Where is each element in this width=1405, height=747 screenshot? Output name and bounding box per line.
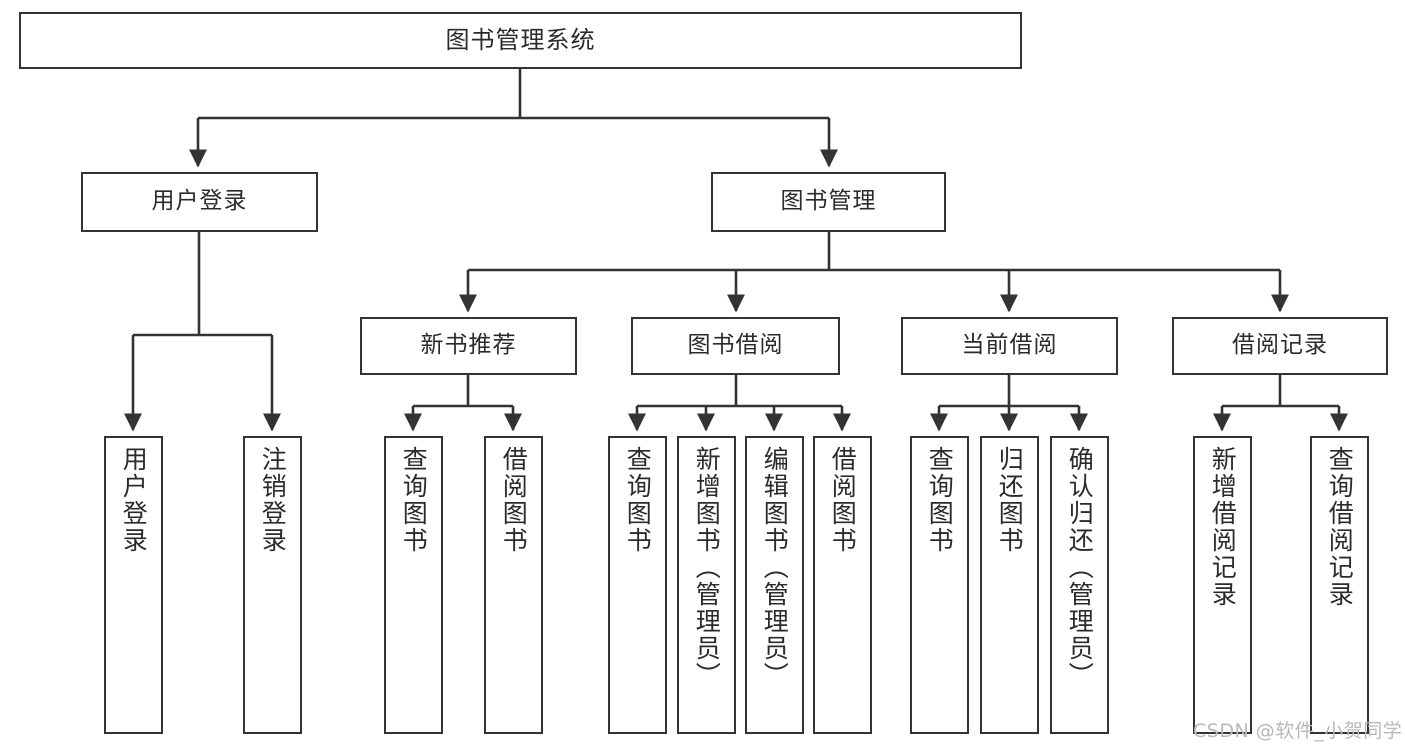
- csdn-watermark: CSDN @软件_小贺同学: [1193, 720, 1403, 742]
- node-root-label: 图书管理系统: [445, 26, 596, 55]
- node-leaf-logout[interactable]: 注销登录: [243, 436, 302, 734]
- node-book-management-label: 图书管理: [780, 188, 877, 215]
- node-borrowing-record-label: 借阅记录: [1232, 332, 1328, 359]
- node-user-login-label: 用户登录: [151, 188, 248, 215]
- node-borrowing-record[interactable]: 借阅记录: [1172, 317, 1388, 375]
- node-current-borrowing[interactable]: 当前借阅: [901, 317, 1118, 375]
- node-leaf-query-book-borrow-label: 查询图书: [623, 446, 653, 554]
- node-leaf-user-login[interactable]: 用户登录: [104, 436, 163, 734]
- node-leaf-borrow-book-recommend-label: 借阅图书: [499, 446, 529, 554]
- node-user-login[interactable]: 用户登录: [81, 172, 318, 232]
- node-leaf-add-borrow-record-label: 新增借阅记录: [1208, 446, 1238, 608]
- node-leaf-edit-book[interactable]: 编辑图书（管理员）: [745, 436, 804, 734]
- node-leaf-add-borrow-record[interactable]: 新增借阅记录: [1193, 436, 1252, 734]
- node-leaf-logout-label: 注销登录: [258, 446, 288, 554]
- node-leaf-edit-book-label: 编辑图书（管理员）: [760, 446, 790, 689]
- node-root[interactable]: 图书管理系统: [19, 12, 1022, 69]
- node-book-borrowing[interactable]: 图书借阅: [631, 317, 840, 375]
- node-leaf-borrow-book-label: 借阅图书: [828, 446, 858, 554]
- node-leaf-query-book-current[interactable]: 查询图书: [910, 436, 969, 734]
- node-leaf-add-book[interactable]: 新增图书（管理员）: [677, 436, 736, 734]
- node-leaf-query-book-recommend[interactable]: 查询图书: [384, 436, 443, 734]
- node-leaf-query-borrow-record-label: 查询借阅记录: [1325, 446, 1355, 608]
- node-new-book-recommendation[interactable]: 新书推荐: [360, 317, 577, 375]
- node-leaf-confirm-return[interactable]: 确认归还（管理员）: [1050, 436, 1109, 734]
- node-book-borrowing-label: 图书借阅: [687, 332, 784, 359]
- node-leaf-query-book-recommend-label: 查询图书: [399, 446, 429, 554]
- node-book-management[interactable]: 图书管理: [711, 172, 946, 232]
- node-leaf-borrow-book-recommend[interactable]: 借阅图书: [484, 436, 543, 734]
- node-leaf-query-book-current-label: 查询图书: [925, 446, 955, 554]
- node-current-borrowing-label: 当前借阅: [961, 332, 1058, 359]
- node-leaf-query-book-borrow[interactable]: 查询图书: [608, 436, 667, 734]
- node-leaf-user-login-label: 用户登录: [119, 446, 149, 554]
- node-leaf-borrow-book[interactable]: 借阅图书: [813, 436, 872, 734]
- node-leaf-confirm-return-label: 确认归还（管理员）: [1065, 446, 1095, 689]
- node-leaf-query-borrow-record[interactable]: 查询借阅记录: [1310, 436, 1369, 734]
- node-new-book-recommendation-label: 新书推荐: [420, 332, 517, 359]
- node-leaf-add-book-label: 新增图书（管理员）: [692, 446, 722, 689]
- node-leaf-return-book-label: 归还图书: [995, 446, 1025, 554]
- node-leaf-return-book[interactable]: 归还图书: [980, 436, 1039, 734]
